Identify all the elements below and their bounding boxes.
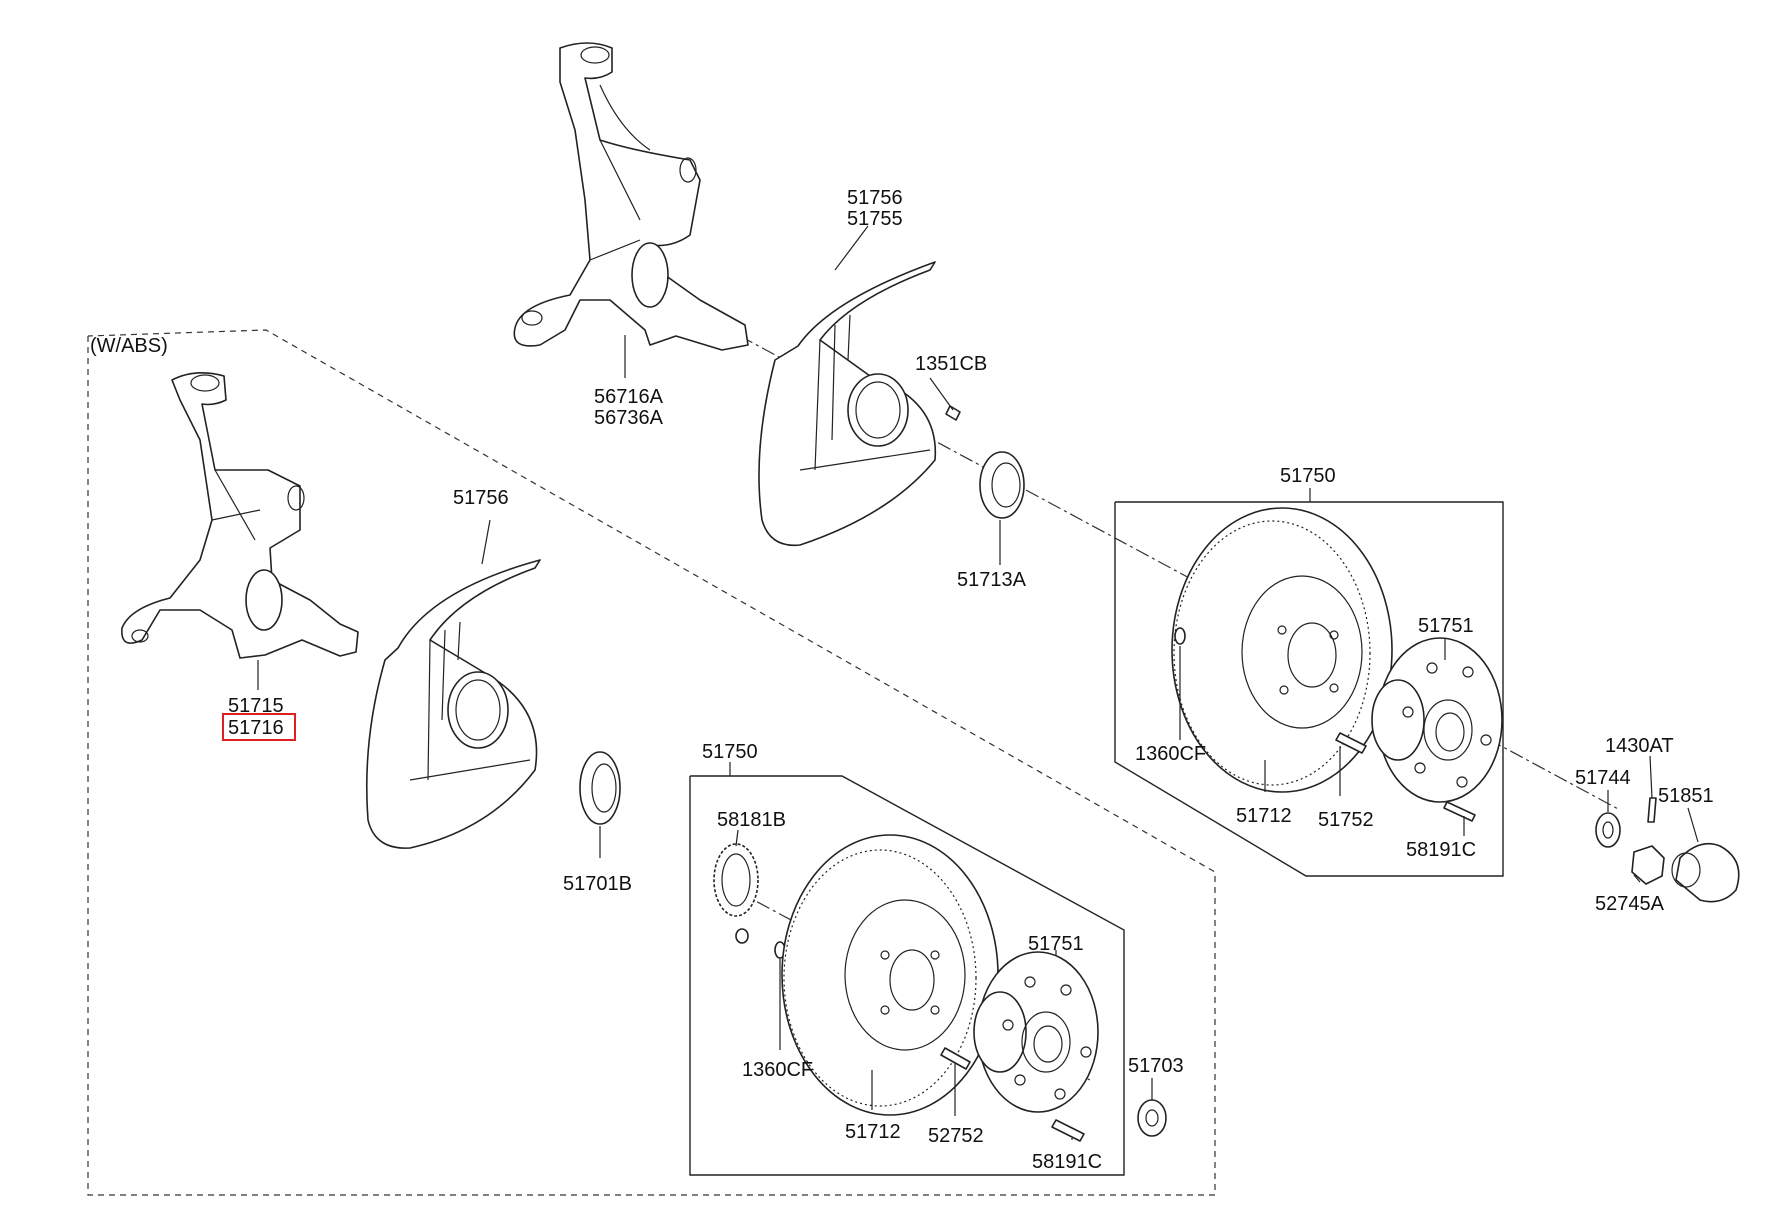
part-label-51703[interactable]: 51703 [1128,1055,1184,1077]
stud-52752-lower [940,1047,971,1070]
part-label-52745a[interactable]: 52745A [1595,893,1665,915]
part-label-51715[interactable]: 51715 [228,695,284,717]
part-label-58191c-bottom[interactable]: 58191C [1032,1151,1102,1173]
part-label-58181b[interactable]: 58181B [717,809,786,831]
part-label-51751-bottom[interactable]: 51751 [1028,933,1084,955]
part-label-1351cb[interactable]: 1351CB [915,353,987,375]
part-label-51712-bottom[interactable]: 51712 [845,1121,901,1143]
highlight-box-51716 [222,713,296,741]
part-label-51756-left[interactable]: 51756 [453,487,509,509]
part-label-51716[interactable]: 51716 [228,717,284,739]
nut-1360cf-upper [1174,627,1186,645]
abs-group-boundary [87,329,1216,1196]
bottom-hub-box [689,775,1125,1176]
cotter-pin-1430at [1647,797,1657,823]
splash-shield-upper [758,261,937,547]
stud-52752-upper [1335,732,1367,754]
part-label-51851[interactable]: 51851 [1658,785,1714,807]
part-label-56736a[interactable]: 56736A [594,407,664,429]
washer-51744 [1595,812,1621,848]
part-label-51750-bottom[interactable]: 51750 [702,741,758,763]
washer-51703 [1137,1099,1167,1137]
hub-cap-51851 [1671,842,1740,903]
steering-knuckle-upper [513,42,749,351]
part-label-51701b[interactable]: 51701B [563,873,632,895]
part-label-51712-top[interactable]: 51712 [1236,805,1292,827]
leader-lines [257,225,1699,1140]
part-label-52752-bottom[interactable]: 52752 [928,1125,984,1147]
part-label-56716a[interactable]: 56716A [594,386,664,408]
seal-51713a [979,451,1025,519]
wheel-hub-upper [1371,637,1503,803]
part-label-51752-top[interactable]: 51752 [1318,809,1374,831]
part-label-51751-top[interactable]: 51751 [1418,615,1474,637]
seal-51701b [579,751,621,825]
part-label-1430at[interactable]: 1430AT [1605,735,1674,757]
part-label-51756-top[interactable]: 51756 [847,187,903,209]
top-hub-box [1114,501,1504,877]
bolt-58191c-upper [1443,801,1476,822]
nut-1360cf-left [735,928,749,944]
brake-rotor-lower [781,834,999,1116]
part-label-58191c-top[interactable]: 58191C [1406,839,1476,861]
tone-ring-58181b [713,843,759,917]
wheel-hub-lower [973,951,1099,1113]
part-label-51755[interactable]: 51755 [847,208,903,230]
bolt-1351cb [945,405,961,421]
part-label-1360cf-top[interactable]: 1360CF [1135,743,1206,765]
part-label-51750-top[interactable]: 51750 [1280,465,1336,487]
bolt-58191c-lower [1051,1119,1085,1142]
brake-rotor-upper [1171,507,1393,793]
steering-knuckle-lower [121,372,359,659]
splash-shield-lower [365,559,541,849]
part-label-51744[interactable]: 51744 [1575,767,1631,789]
castle-nut-52745a [1631,845,1665,885]
part-label-1360cf-bottom[interactable]: 1360CF [742,1059,813,1081]
part-label-51713a[interactable]: 51713A [957,569,1027,591]
group-label: (W/ABS) [90,335,168,357]
